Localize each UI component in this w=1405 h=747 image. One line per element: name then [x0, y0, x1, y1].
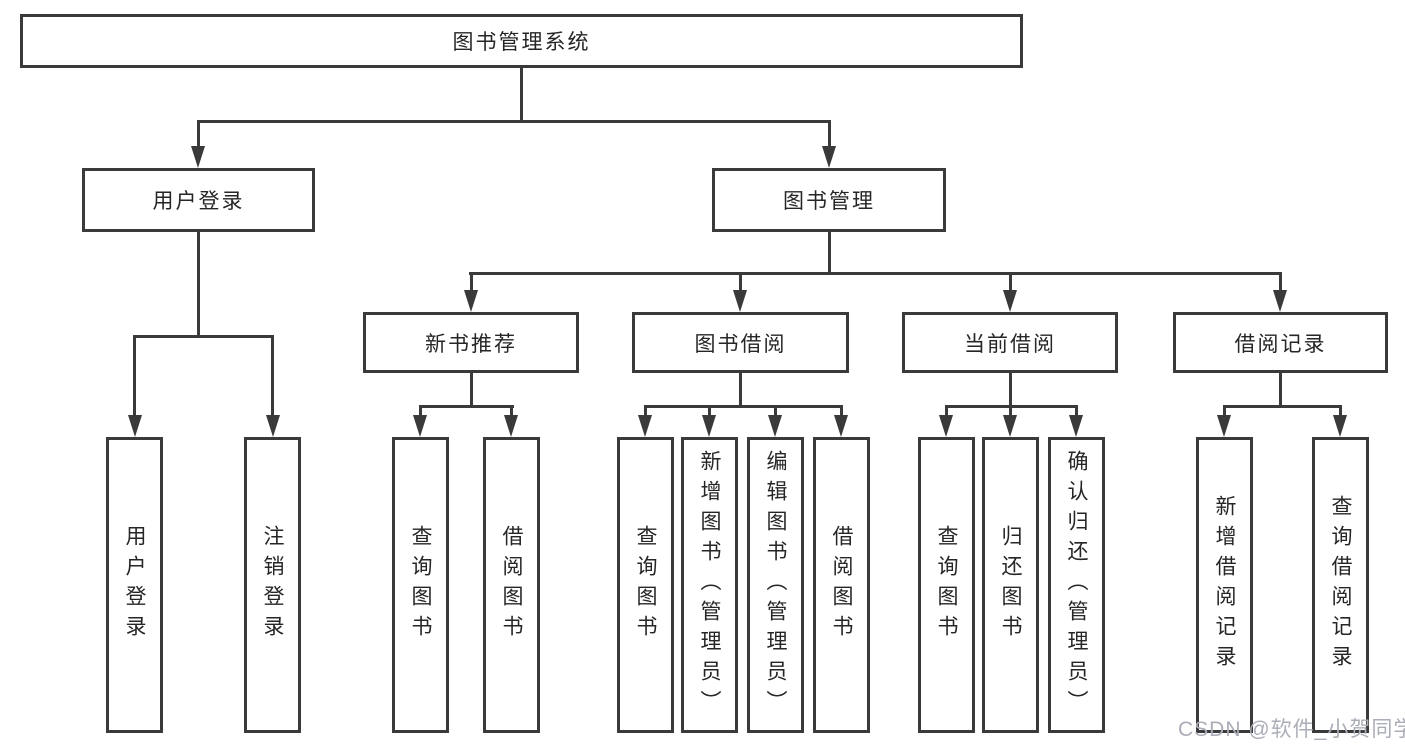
connector-line — [644, 405, 647, 419]
connector-line — [133, 335, 136, 419]
connector-line — [470, 272, 473, 292]
node-user-login: 用户登录 — [82, 168, 315, 232]
node-new-book-recommend: 新书推荐 — [363, 312, 579, 373]
leaf-query-book-borrow: 查询图书 — [617, 437, 674, 733]
connector-line — [739, 373, 742, 407]
leaf-query-book-recommend: 查询图书 — [392, 437, 449, 733]
arrow-down-icon — [1217, 415, 1231, 437]
connector-line — [1339, 405, 1342, 419]
node-borrow-record: 借阅记录 — [1173, 312, 1388, 373]
arrow-down-icon — [1003, 415, 1017, 437]
leaf-add-book-admin: 新增图书（管理员） — [681, 437, 738, 733]
connector-line — [419, 405, 422, 419]
connector-line — [419, 405, 514, 408]
connector-line — [510, 405, 513, 419]
leaf-query-book-current: 查询图书 — [918, 437, 975, 733]
leaf-user-login: 用户登录 — [106, 437, 163, 733]
arrow-down-icon — [266, 415, 280, 437]
connector-line — [644, 405, 843, 408]
leaf-borrow-book-recommend: 借阅图书 — [483, 437, 540, 733]
connector-line — [708, 405, 711, 419]
csdn-watermark: CSDN @软件_小贺同学 — [1178, 718, 1405, 741]
connector-line — [271, 335, 274, 419]
leaf-return-book: 归还图书 — [982, 437, 1039, 733]
connector-line — [469, 272, 1281, 275]
arrow-down-icon — [638, 415, 652, 437]
leaf-query-borrow-record: 查询借阅记录 — [1312, 437, 1369, 733]
arrow-down-icon — [191, 146, 205, 168]
connector-line — [828, 232, 831, 275]
leaf-add-borrow-record: 新增借阅记录 — [1196, 437, 1253, 733]
node-current-borrow: 当前借阅 — [902, 312, 1118, 373]
connector-line — [197, 232, 200, 338]
arrow-down-icon — [128, 415, 142, 437]
leaf-edit-book-admin: 编辑图书（管理员） — [747, 437, 804, 733]
leaf-logout: 注销登录 — [244, 437, 301, 733]
connector-line — [470, 373, 473, 407]
connector-line — [828, 120, 831, 148]
connector-line — [774, 405, 777, 419]
arrow-down-icon — [504, 415, 518, 437]
connector-line — [197, 120, 831, 123]
connector-line — [1223, 405, 1226, 419]
node-book-borrow: 图书借阅 — [632, 312, 849, 373]
arrow-down-icon — [702, 415, 716, 437]
connector-line — [520, 68, 523, 123]
connector-line — [1009, 272, 1012, 292]
arrow-down-icon — [768, 415, 782, 437]
arrow-down-icon — [1273, 290, 1287, 312]
connector-line — [1223, 405, 1342, 408]
connector-line — [1075, 405, 1078, 419]
connector-line — [133, 335, 274, 338]
connector-line — [1279, 373, 1282, 407]
leaf-confirm-return-admin: 确认归还（管理员） — [1048, 437, 1105, 733]
connector-line — [1009, 373, 1012, 407]
arrow-down-icon — [1003, 290, 1017, 312]
connector-line — [840, 405, 843, 419]
leaf-borrow-book: 借阅图书 — [813, 437, 870, 733]
arrow-down-icon — [464, 290, 478, 312]
arrow-down-icon — [413, 415, 427, 437]
connector-line — [1009, 405, 1012, 419]
arrow-down-icon — [733, 290, 747, 312]
connector-line — [945, 405, 948, 419]
arrow-down-icon — [822, 146, 836, 168]
connector-line — [739, 272, 742, 292]
arrow-down-icon — [1333, 415, 1347, 437]
connector-line — [197, 120, 200, 148]
node-book-management: 图书管理 — [712, 168, 946, 232]
arrow-down-icon — [834, 415, 848, 437]
arrow-down-icon — [1069, 415, 1083, 437]
connector-line — [1279, 272, 1282, 292]
node-library-management-system: 图书管理系统 — [20, 14, 1023, 68]
arrow-down-icon — [939, 415, 953, 437]
